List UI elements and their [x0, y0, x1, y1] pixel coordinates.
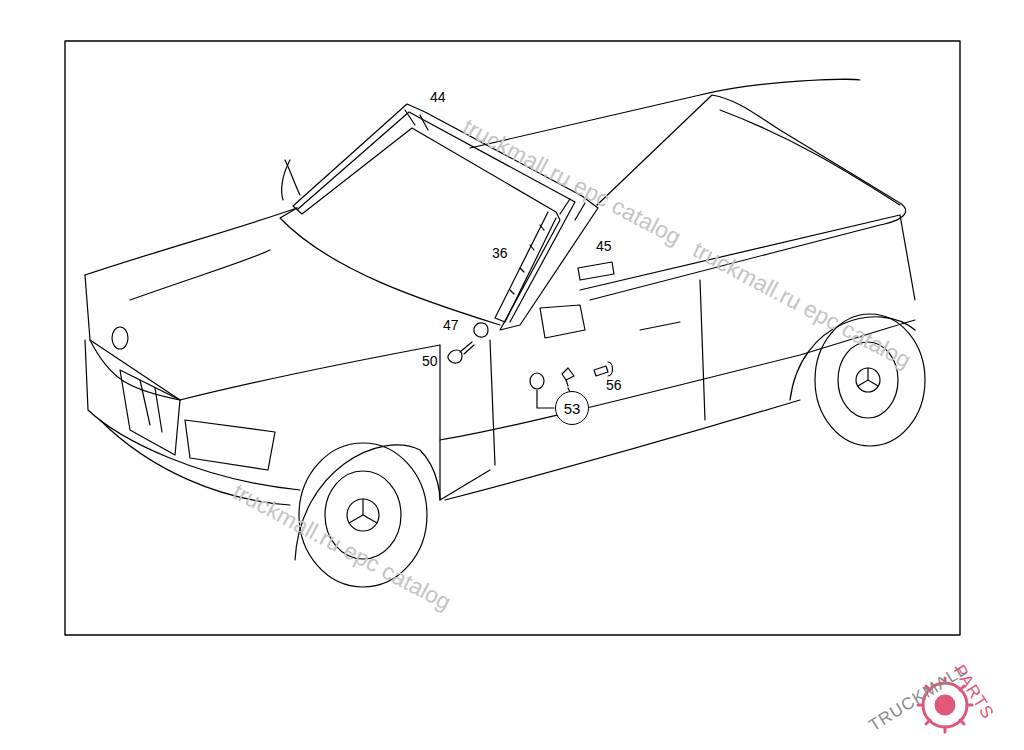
callout-number: 45	[596, 239, 612, 253]
callout-number: 56	[606, 378, 622, 392]
car-outline	[85, 79, 925, 587]
part-56	[594, 362, 613, 376]
callout-number: 47	[443, 318, 459, 332]
callout-number: 36	[492, 246, 508, 260]
part-53b	[562, 368, 574, 386]
watermark: truckmall.ru epc catalog	[459, 115, 684, 249]
part-47	[474, 323, 488, 337]
watermark: truckmall.ru epc catalog	[229, 480, 454, 614]
frame	[65, 41, 960, 635]
callout-number: 44	[430, 90, 446, 104]
watermark: truckmall.ru epc catalog	[689, 238, 914, 372]
logo-text: PARTS	[951, 662, 997, 722]
callout-number: 53	[564, 401, 581, 416]
part-53a	[530, 373, 544, 389]
callout-circle: 53	[555, 391, 589, 425]
part-45	[578, 262, 614, 280]
part-symbols	[448, 262, 614, 408]
part-50	[448, 342, 474, 363]
callout-number: 50	[422, 354, 438, 368]
